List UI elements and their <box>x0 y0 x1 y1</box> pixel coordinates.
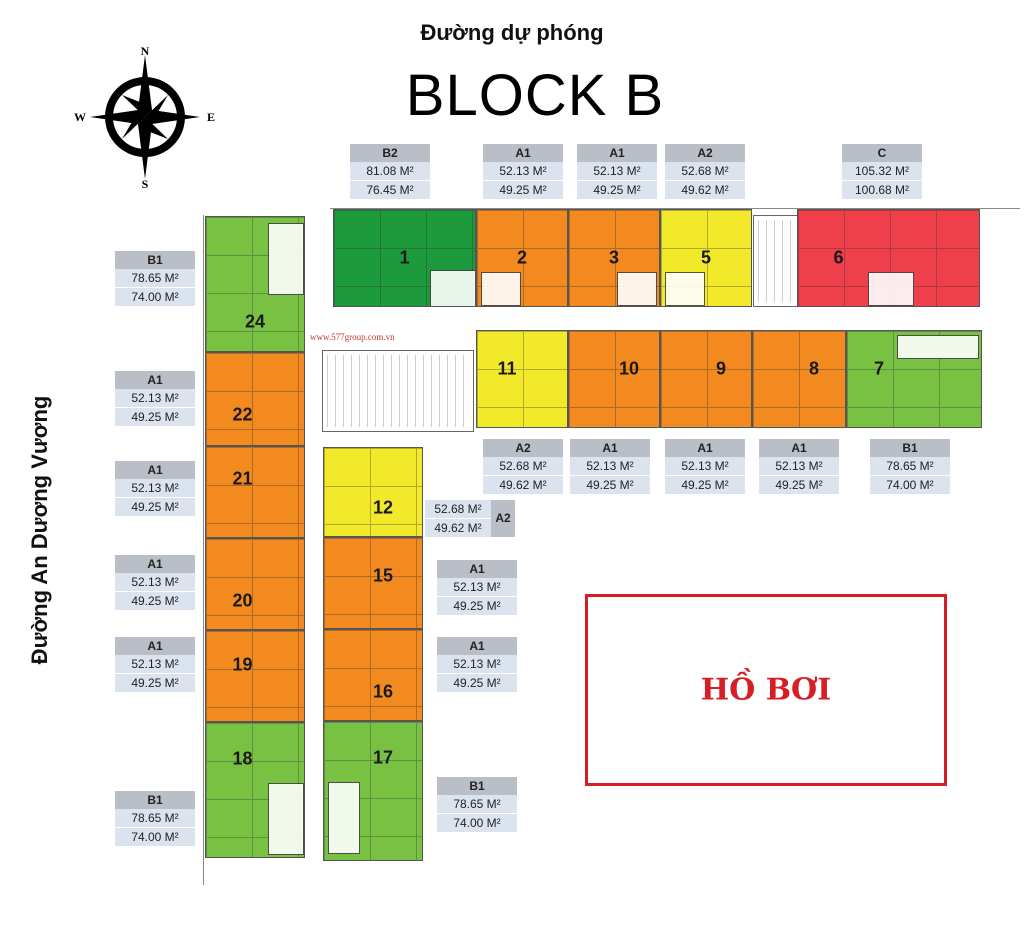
unit-2-number: 2 <box>516 247 527 268</box>
unit-6[interactable]: 6 <box>797 209 980 307</box>
unit-19-number: 19 <box>232 654 253 675</box>
unit-9-number: 9 <box>715 358 726 379</box>
unit-16-number: 16 <box>372 681 394 702</box>
unit-11[interactable]: 11 <box>476 330 568 428</box>
unit-21-number: 21 <box>232 468 253 489</box>
unit-5[interactable]: 5 <box>660 209 752 307</box>
swimming-pool: HỒ BƠI <box>585 594 947 786</box>
unit-12[interactable]: 12 <box>323 447 423 537</box>
unit-15-number: 15 <box>372 565 394 586</box>
unit-5-number: 5 <box>700 247 711 268</box>
unit-7[interactable]: 7 <box>846 330 982 428</box>
unit-22-number: 22 <box>232 404 253 425</box>
unit-22[interactable]: 22 <box>205 352 305 446</box>
outline-top <box>330 208 1020 209</box>
unit-17-number: 17 <box>372 747 394 768</box>
unit-7-number: 7 <box>873 358 884 379</box>
unit-6-number: 6 <box>833 247 844 268</box>
unit-18-number: 18 <box>232 748 253 769</box>
outline-left <box>203 215 204 885</box>
unit-20-number: 20 <box>232 590 253 611</box>
pool-label: HỒ BƠI <box>700 672 832 708</box>
unit-21[interactable]: 21 <box>205 446 305 538</box>
unit-11-number: 11 <box>497 358 517 379</box>
block-title: BLOCK B <box>405 63 665 128</box>
unit-24-number: 24 <box>244 311 266 332</box>
website-label: www.577group.com.vn <box>310 332 395 342</box>
compass-icon: N S W E <box>74 45 215 191</box>
unit-2[interactable]: 2 <box>476 209 568 307</box>
unit-1[interactable]: 1 <box>333 209 476 307</box>
unit-3-number: 3 <box>608 247 619 268</box>
unit-10-number: 10 <box>618 358 640 379</box>
unit-10[interactable]: 10 <box>568 330 660 428</box>
unit-1-number: 1 <box>399 247 410 268</box>
unit-18[interactable]: 18 <box>205 722 305 858</box>
compass-n: N <box>141 45 150 58</box>
compass-s: S <box>142 177 149 191</box>
unit-8[interactable]: 8 <box>752 330 846 428</box>
road-left-text: Đường An Dương Vương <box>27 395 52 665</box>
unit-9[interactable]: 9 <box>660 330 752 428</box>
unit-20[interactable]: 20 <box>205 538 305 630</box>
unit-12-number: 12 <box>372 497 394 518</box>
compass-w: W <box>74 110 86 124</box>
unit-8-number: 8 <box>808 358 819 379</box>
unit-19[interactable]: 19 <box>205 630 305 722</box>
unit-15[interactable]: 15 <box>323 537 423 629</box>
unit-24[interactable]: 24 <box>205 216 305 352</box>
road-top-label: Đường dự phóng <box>420 20 604 45</box>
elevator-core <box>322 350 474 432</box>
compass-e: E <box>207 110 215 124</box>
unit-3[interactable]: 3 <box>568 209 660 307</box>
stair-core-top <box>753 215 799 307</box>
unit-17[interactable]: 17 <box>323 721 423 861</box>
unit-16[interactable]: 16 <box>323 629 423 721</box>
